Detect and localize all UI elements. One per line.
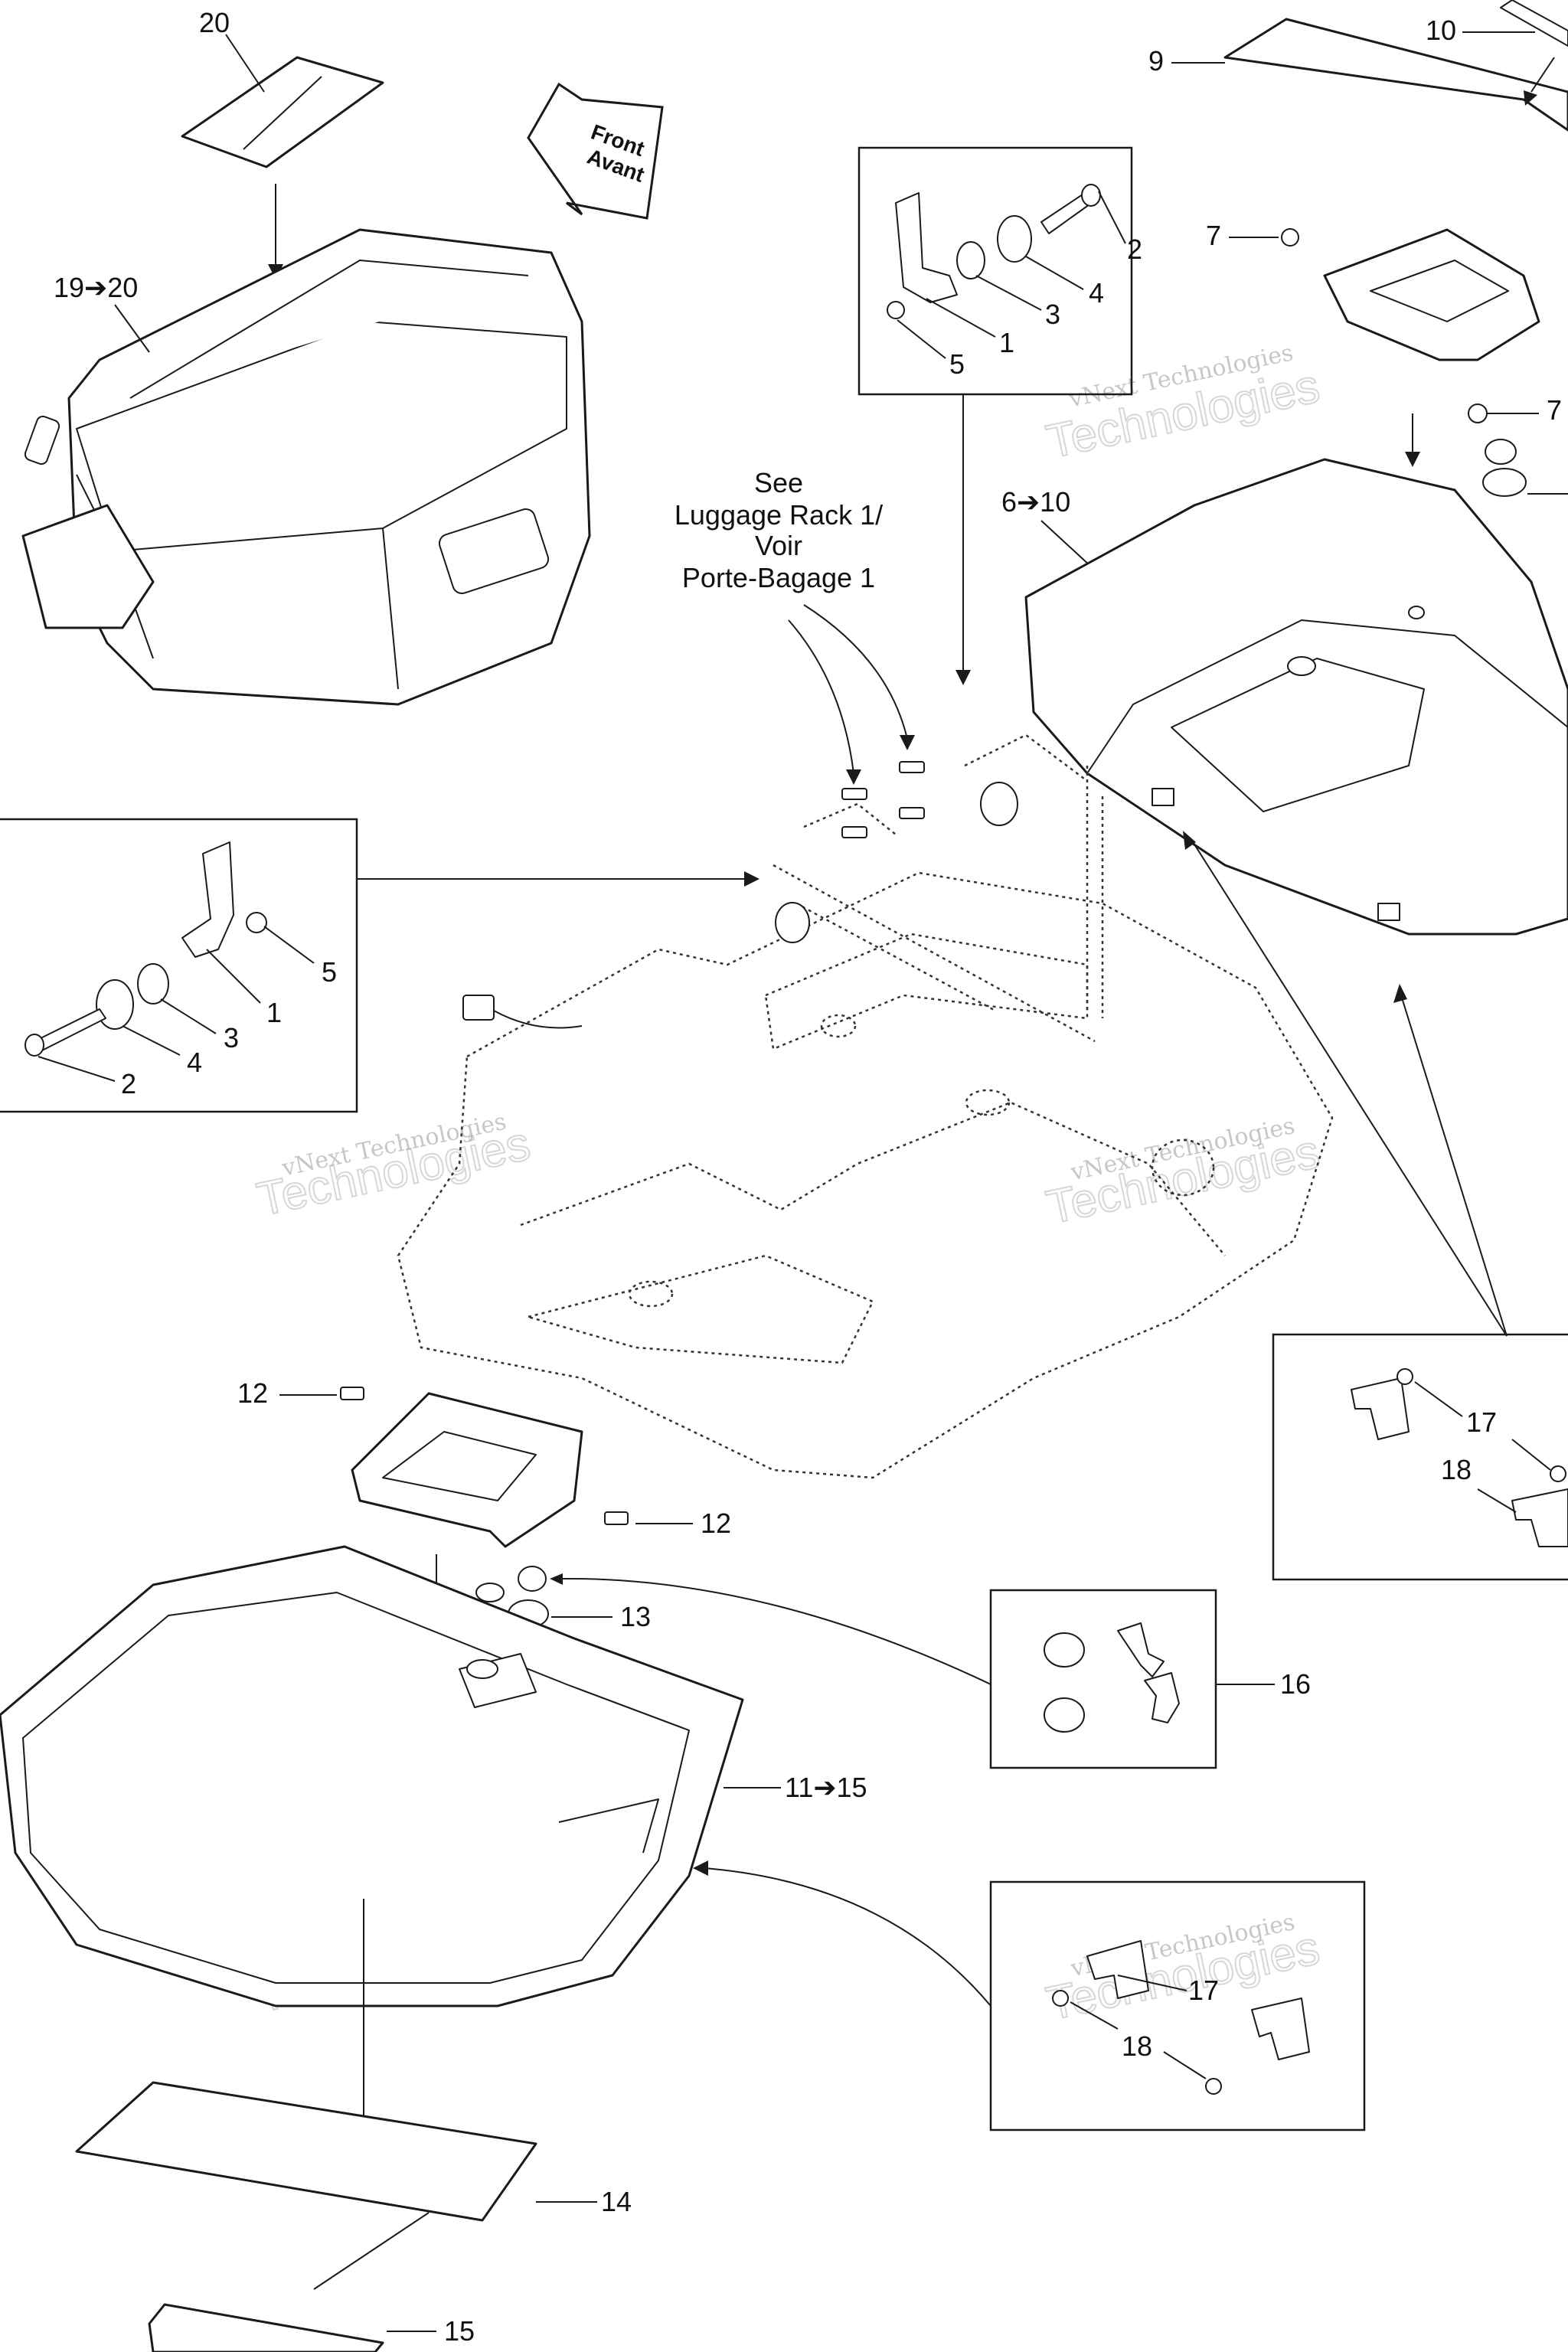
lock-cylinder-top — [1482, 439, 1527, 497]
svg-text:Porte-Bagage 1: Porte-Bagage 1 — [682, 562, 875, 593]
clips-bottom — [1052, 1940, 1310, 2095]
callout-15: 15 — [444, 2315, 475, 2347]
decal-14 — [75, 2081, 537, 2222]
callout-12-a: 12 — [237, 1377, 268, 1409]
watermark-mid-right: Technologies vNext Technologies — [1041, 1112, 1325, 1235]
callout-17-right: 17 — [1466, 1406, 1497, 1438]
strip-15 — [148, 2303, 384, 2352]
callout-2-top: 2 — [1127, 234, 1142, 265]
callout-3-left: 3 — [224, 1022, 239, 1054]
screw-12-a — [340, 1387, 364, 1400]
watermark-top-right: Technologies vNext Technologies — [1041, 339, 1325, 469]
key-lock-set-16 — [1044, 1622, 1180, 1733]
clip-box-bottom — [989, 1880, 1366, 2132]
screw-7-a — [1281, 228, 1299, 247]
callout-4-left: 4 — [187, 1047, 202, 1078]
hardware-kit-top — [887, 184, 1101, 319]
decal-9 — [1223, 18, 1568, 132]
leader-20 — [225, 34, 265, 93]
hardware-kit-left — [24, 841, 267, 1057]
callout-14: 14 — [601, 2186, 632, 2217]
callout-16: 16 — [1280, 1668, 1311, 1700]
svg-text:See: See — [754, 467, 803, 498]
svg-text:Luggage Rack 1/: Luggage Rack 1/ — [675, 499, 883, 531]
callout-7-a: 7 — [1206, 220, 1221, 251]
callout-18-bottom: 18 — [1122, 2030, 1152, 2062]
callout-4-top: 4 — [1089, 277, 1104, 309]
callout-12-b: 12 — [701, 1508, 731, 1539]
top-case-19 — [21, 228, 591, 706]
callout-17-bottom: 17 — [1188, 1975, 1219, 2006]
hardware-box-left — [0, 818, 358, 1113]
luggage-rack-dashed — [397, 733, 1334, 1479]
callout-5-top: 5 — [949, 348, 965, 380]
callout-7-b: 7 — [1547, 394, 1562, 426]
tray-7 — [1323, 228, 1540, 361]
decal-20 — [181, 56, 384, 168]
callout-18-right: 18 — [1441, 1454, 1472, 1485]
watermark-mid-left: Technologies vNext Technologies — [252, 1109, 535, 1227]
callout-19-20: 19➔20 — [54, 272, 138, 303]
callout-11-15: 11➔15 — [785, 1772, 867, 1803]
screw-12-b — [604, 1511, 629, 1525]
side-case-6 — [1024, 458, 1568, 936]
callout-6-10: 6➔10 — [1001, 486, 1070, 518]
side-case-11 — [0, 1545, 744, 2007]
keys-box-16 — [989, 1589, 1217, 1769]
front-direction-arrow: Front Avant — [527, 82, 664, 220]
rack-bolts — [775, 761, 1018, 943]
svg-text:Voir: Voir — [755, 530, 802, 561]
clips-right — [1351, 1368, 1568, 1547]
screw-7-b — [1468, 403, 1488, 423]
hardware-box-top — [858, 146, 1133, 396]
callout-9: 9 — [1148, 45, 1164, 77]
callout-5-left: 5 — [322, 956, 337, 988]
callout-10-top: 10 — [1426, 15, 1456, 46]
strip-10 — [1500, 0, 1568, 47]
callout-20: 20 — [199, 7, 230, 38]
connector-plug — [462, 995, 583, 1029]
callout-3-top: 3 — [1045, 299, 1060, 330]
clip-box-right — [1272, 1333, 1568, 1581]
leader-19-20 — [114, 304, 150, 353]
callout-1-left: 1 — [266, 997, 282, 1028]
bracket-12 — [351, 1392, 583, 1548]
see-luggage-rack-note: See Luggage Rack 1/ Voir Porte-Bagage 1 — [675, 467, 883, 593]
callout-13: 13 — [620, 1601, 651, 1632]
callout-1-top: 1 — [999, 327, 1014, 358]
callout-2-left: 2 — [121, 1068, 136, 1099]
